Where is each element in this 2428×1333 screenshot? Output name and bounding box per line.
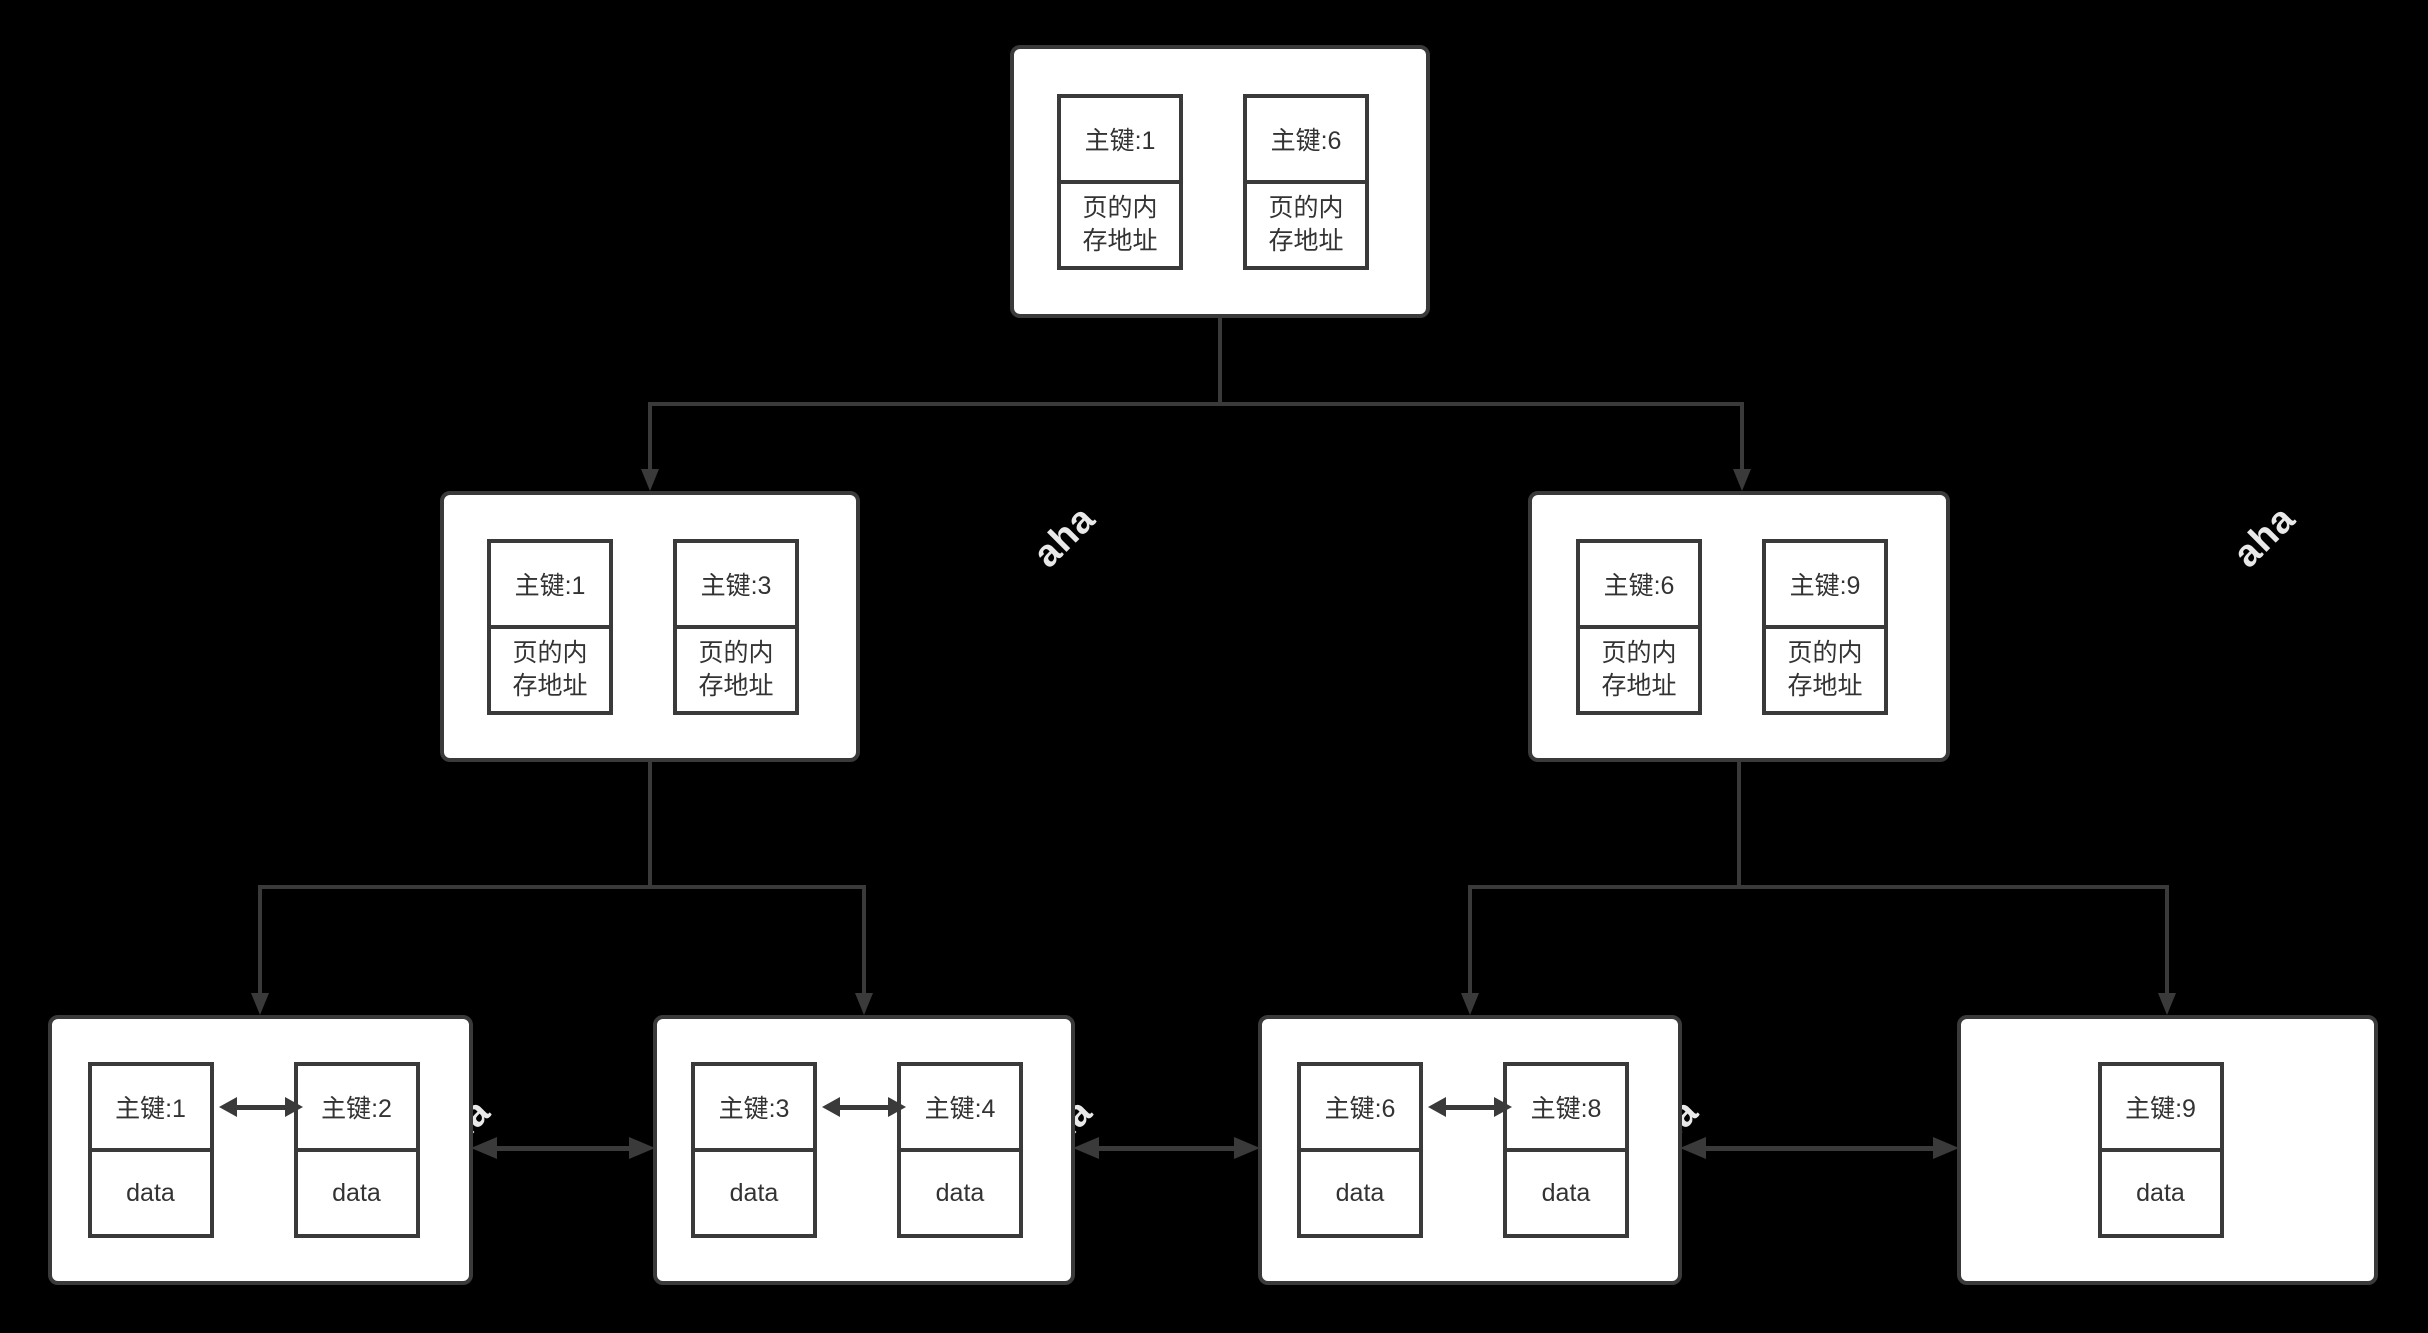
key-box: 主键:1	[487, 538, 613, 629]
arrow-shaft	[1446, 1104, 1494, 1110]
index-entry: 主键:1 页的内 存地址	[487, 538, 613, 715]
connector-root-drop-right	[1740, 402, 1744, 472]
record-entry: 主键:4 data	[897, 1062, 1023, 1238]
leaf-node-4: 主键:9 data	[1957, 1015, 2378, 1285]
record-entry: 主键:3 data	[691, 1062, 817, 1238]
leaf-3-cells: 主键:6 data 主键:8 data	[1297, 1062, 1643, 1238]
leaf-sibling-link-3-4	[1680, 1137, 1959, 1159]
key-box: 主键:8	[1503, 1062, 1629, 1152]
connector-root-drop-left	[648, 402, 652, 472]
key-box: 主键:9	[1762, 538, 1888, 629]
leaf-4-cells: 主键:9 data	[2097, 1062, 2238, 1238]
arrow-shaft	[1099, 1145, 1234, 1151]
record-entry: 主键:9 data	[2097, 1062, 2224, 1238]
arrow-shaft	[840, 1104, 888, 1110]
index-entry: 主键:3 页的内 存地址	[673, 538, 799, 715]
key-box: 主键:9	[2097, 1062, 2224, 1152]
index-entry: 主键:1 页的内 存地址	[1057, 93, 1183, 270]
index-entry: 主键:9 页的内 存地址	[1762, 538, 1888, 715]
root-node: 主键:1 页的内 存地址 主键:6 页的内 存地址	[1010, 45, 1430, 318]
connector-left-stem	[648, 760, 652, 889]
arrow-left-icon	[218, 1097, 237, 1117]
arrow-left-icon	[1428, 1097, 1446, 1117]
bidirectional-arrow	[822, 1097, 906, 1117]
value-box: data	[897, 1148, 1023, 1238]
value-box: data	[1503, 1148, 1629, 1238]
value-box: data	[1297, 1148, 1423, 1238]
value-box: data	[293, 1148, 420, 1238]
key-box: 主键:2	[293, 1062, 420, 1152]
root-cells: 主键:1 页的内 存地址 主键:6 页的内 存地址	[1057, 93, 1383, 270]
connector-left-drop-2	[862, 885, 866, 995]
arrow-shaft	[1706, 1145, 1933, 1151]
record-entry: 主键:1 data	[87, 1062, 214, 1238]
connector-right-branch	[1468, 885, 2169, 889]
arrow-right-icon	[1234, 1137, 1260, 1159]
arrow-down-icon	[855, 993, 873, 1015]
index-entry: 主键:6 页的内 存地址	[1243, 93, 1369, 270]
arrow-left-icon	[1680, 1137, 1706, 1159]
leaf-2-cells: 主键:3 data 主键:4 data	[691, 1062, 1037, 1238]
key-box: 主键:6	[1297, 1062, 1423, 1152]
key-box: 主键:1	[87, 1062, 214, 1152]
connector-left-drop-1	[258, 885, 262, 995]
arrow-down-icon	[2158, 993, 2176, 1015]
arrow-right-icon	[284, 1097, 303, 1117]
record-entry: 主键:8 data	[1503, 1062, 1629, 1238]
arrow-left-icon	[822, 1097, 840, 1117]
internal-node-left: 主键:1 页的内 存地址 主键:3 页的内 存地址	[440, 491, 860, 762]
key-box: 主键:1	[1057, 93, 1183, 184]
arrow-right-icon	[629, 1137, 655, 1159]
arrow-down-icon	[641, 469, 659, 491]
bidirectional-arrow	[1428, 1097, 1512, 1117]
value-box: 页的内 存地址	[1243, 179, 1369, 270]
value-box: 页的内 存地址	[1762, 624, 1888, 715]
arrow-down-icon	[251, 993, 269, 1015]
internal-node-right: 主键:6 页的内 存地址 主键:9 页的内 存地址	[1528, 491, 1950, 762]
leaf-sibling-link-1-2	[471, 1137, 655, 1159]
connector-root-stem	[1218, 316, 1222, 406]
arrow-left-icon	[471, 1137, 497, 1159]
arrow-shaft	[236, 1104, 285, 1110]
value-box: 页的内 存地址	[1576, 624, 1702, 715]
leaf-node-2: 主键:3 data 主键:4 data	[653, 1015, 1075, 1285]
value-box: data	[87, 1148, 214, 1238]
key-box: 主键:4	[897, 1062, 1023, 1152]
arrow-down-icon	[1461, 993, 1479, 1015]
arrow-right-icon	[1494, 1097, 1512, 1117]
leaf-1-cells: 主键:1 data 主键:2 data	[87, 1062, 434, 1238]
connector-right-stem	[1737, 760, 1741, 889]
value-box: 页的内 存地址	[673, 624, 799, 715]
arrow-right-icon	[888, 1097, 906, 1117]
value-box: data	[691, 1148, 817, 1238]
watermark-aha: aha	[1025, 497, 1104, 576]
value-box: 页的内 存地址	[487, 624, 613, 715]
value-box: 页的内 存地址	[1057, 179, 1183, 270]
index-entry: 主键:6 页的内 存地址	[1576, 538, 1702, 715]
connector-right-drop-2	[2165, 885, 2169, 995]
value-box: data	[2097, 1148, 2224, 1238]
connector-right-drop-1	[1468, 885, 1472, 995]
key-box: 主键:3	[673, 538, 799, 629]
arrow-shaft	[497, 1145, 629, 1151]
key-box: 主键:3	[691, 1062, 817, 1152]
key-box: 主键:6	[1576, 538, 1702, 629]
bidirectional-arrow	[218, 1097, 303, 1117]
leaf-node-3: 主键:6 data 主键:8 data	[1258, 1015, 1682, 1285]
leaf-sibling-link-2-3	[1073, 1137, 1260, 1159]
connector-left-branch	[258, 885, 866, 889]
internal-right-cells: 主键:6 页的内 存地址 主键:9 页的内 存地址	[1576, 538, 1902, 715]
connector-root-branch	[648, 402, 1744, 406]
watermark-aha: aha	[2225, 497, 2304, 576]
arrow-left-icon	[1073, 1137, 1099, 1159]
record-entry: 主键:2 data	[293, 1062, 420, 1238]
arrow-right-icon	[1933, 1137, 1959, 1159]
arrow-down-icon	[1733, 469, 1751, 491]
key-box: 主键:6	[1243, 93, 1369, 184]
record-entry: 主键:6 data	[1297, 1062, 1423, 1238]
leaf-node-1: 主键:1 data 主键:2 data	[48, 1015, 473, 1285]
internal-left-cells: 主键:1 页的内 存地址 主键:3 页的内 存地址	[487, 538, 813, 715]
